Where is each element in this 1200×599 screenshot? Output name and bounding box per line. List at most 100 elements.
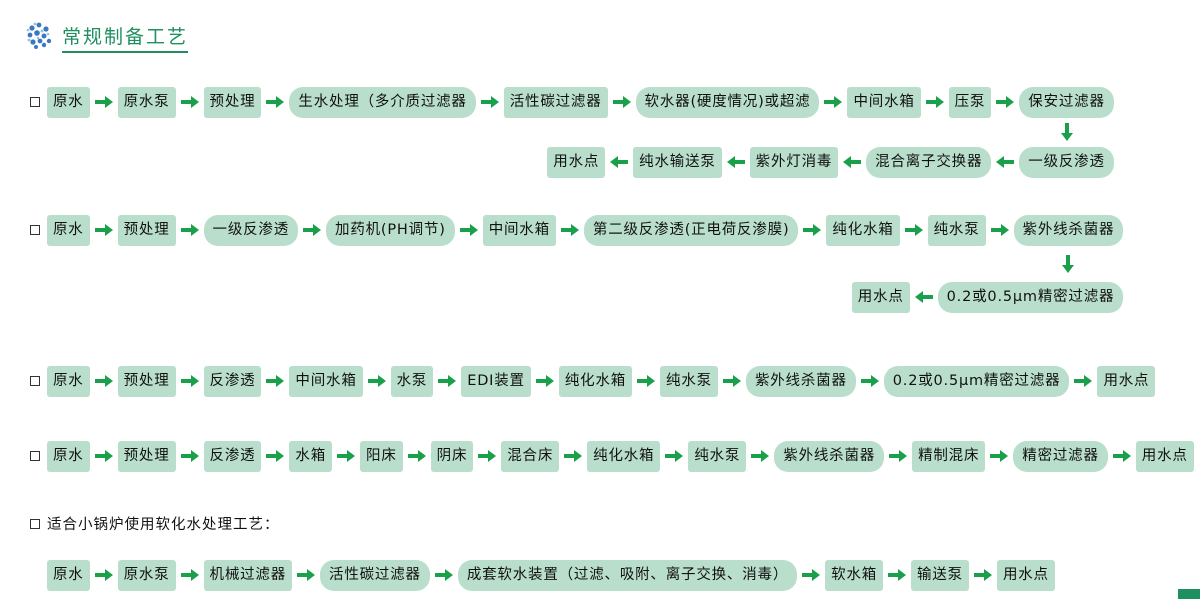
arrow-right-icon [803, 224, 822, 236]
arrow-right-icon [665, 450, 684, 462]
process-step-box: 用水点 [851, 281, 910, 313]
section-header: 常规制备工艺 [24, 20, 189, 53]
arrow-right-icon [180, 450, 199, 462]
arrow-right-icon [535, 375, 554, 387]
process-step-box: 原水泵 [117, 559, 176, 591]
arrow-right-icon [303, 224, 322, 236]
arrow-right-icon [904, 224, 923, 236]
process-step-box: EDI装置 [461, 365, 531, 397]
process-step-box: 水箱 [289, 440, 333, 472]
arrow-right-icon [180, 96, 199, 108]
process2-line1: 原水预处理一级反渗透加药机(PH调节)中间水箱第二级反渗透(正电荷反渗膜)纯化水… [30, 214, 1124, 246]
arrow-right-icon [94, 569, 113, 581]
process-step-box: 预处理 [117, 214, 176, 246]
process-step-box: 0.2或0.5μm精密过滤器 [883, 365, 1070, 397]
arrow-right-icon [860, 375, 879, 387]
process-step-box: 紫外线杀菌器 [1013, 214, 1124, 246]
title-wrap: 常规制备工艺 [62, 24, 189, 53]
process-step-box: 纯水泵 [688, 440, 747, 472]
checkbox-icon [30, 451, 40, 461]
arrow-right-icon [94, 450, 113, 462]
process-step-box: 紫外线杀菌器 [745, 365, 856, 397]
process-step-box: 原水 [47, 214, 90, 246]
arrow-right-icon [266, 450, 285, 462]
molecule-cluster-icon [26, 22, 52, 49]
page-title: 常规制备工艺 [62, 26, 189, 48]
arrow-right-icon [990, 450, 1009, 462]
checkbox-icon [30, 518, 40, 529]
arrow-left-icon [914, 291, 933, 303]
checkbox-icon [30, 376, 40, 386]
arrow-right-icon [459, 224, 478, 236]
arrow-right-icon [297, 569, 316, 581]
arrow-right-icon [564, 450, 583, 462]
process-step-box: 加药机(PH调节) [326, 214, 455, 246]
arrow-down-icon [1062, 254, 1075, 277]
arrow-right-icon [996, 96, 1015, 108]
checkbox-icon [30, 225, 40, 235]
arrow-right-icon [888, 569, 907, 581]
process-step-box: 纯水输送泵 [633, 146, 722, 178]
process-step-box: 精密过滤器 [1013, 440, 1108, 472]
process-step-box: 原水 [47, 559, 90, 591]
arrow-right-icon [612, 96, 631, 108]
process-step-box: 原水 [47, 440, 90, 472]
process-step-box: 一级反渗透 [203, 214, 299, 246]
process-step-box: 用水点 [1135, 440, 1194, 472]
arrow-right-icon [560, 224, 579, 236]
arrow-left-icon [726, 156, 745, 168]
arrow-right-icon [1112, 450, 1131, 462]
arrow-right-icon [94, 224, 113, 236]
arrow-right-icon [94, 96, 113, 108]
arrow-right-icon [438, 375, 457, 387]
process-step-box: 紫外灯消毒 [749, 146, 839, 178]
process1-line2: 用水点纯水输送泵紫外灯消毒混合离子交换器一级反渗透 [547, 146, 1114, 178]
arrow-right-icon [480, 96, 499, 108]
process-step-box: 机械过滤器 [203, 559, 293, 591]
arrow-right-icon [722, 375, 741, 387]
process5-line1: 原水原水泵机械过滤器活性碳过滤器成套软水装置（过滤、吸附、离子交换、消毒）软水箱… [47, 559, 1055, 591]
arrow-right-icon [94, 375, 113, 387]
arrow-right-icon [973, 569, 992, 581]
process-step-box: 纯水泵 [927, 214, 986, 246]
process-step-box: 生水处理（多介质过滤器 [289, 86, 476, 118]
process-step-box: 纯化水箱 [558, 365, 633, 397]
corner-mark [1178, 589, 1200, 599]
note: 适合小锅炉使用软化水处理工艺： [30, 513, 280, 534]
arrow-right-icon [367, 375, 386, 387]
process-step-box: 原水 [47, 365, 90, 397]
process4-line1: 原水预处理反渗透水箱阳床阴床混合床纯化水箱纯水泵紫外线杀菌器精制混床精密过滤器用… [30, 440, 1194, 472]
arrow-right-icon [266, 96, 285, 108]
arrow-right-icon [925, 96, 944, 108]
arrow-left-icon [843, 156, 862, 168]
arrow-left-icon [610, 156, 629, 168]
process-step-box: 用水点 [547, 146, 606, 178]
arrow-right-icon [180, 569, 199, 581]
process-step-box: 混合床 [501, 440, 560, 472]
process-step-box: 原水 [47, 86, 90, 118]
process-step-box: 紫外线杀菌器 [774, 440, 885, 472]
checkbox-icon [30, 97, 40, 107]
process-step-box: 活性碳过滤器 [320, 559, 430, 591]
arrow-right-icon [266, 375, 285, 387]
arrow-right-icon [889, 450, 908, 462]
process-step-box: 一级反渗透 [1019, 146, 1114, 178]
process-step-box: 预处理 [117, 365, 176, 397]
process-step-box: 活性碳过滤器 [503, 86, 608, 118]
process-step-box: 保安过滤器 [1019, 86, 1114, 118]
arrow-left-icon [996, 156, 1015, 168]
process-step-box: 预处理 [203, 86, 262, 118]
arrow-right-icon [824, 96, 843, 108]
process-step-box: 中间水箱 [482, 214, 556, 246]
arrow-right-icon [751, 450, 770, 462]
process-step-box: 混合离子交换器 [866, 146, 992, 178]
process-step-box: 阳床 [360, 440, 403, 472]
arrow-right-icon [637, 375, 656, 387]
process-step-box: 成套软水装置（过滤、吸附、离子交换、消毒） [457, 559, 798, 591]
arrow-right-icon [407, 450, 426, 462]
process-step-box: 原水泵 [117, 86, 176, 118]
process-step-box: 预处理 [117, 440, 176, 472]
process-step-box: 输送泵 [911, 559, 969, 591]
